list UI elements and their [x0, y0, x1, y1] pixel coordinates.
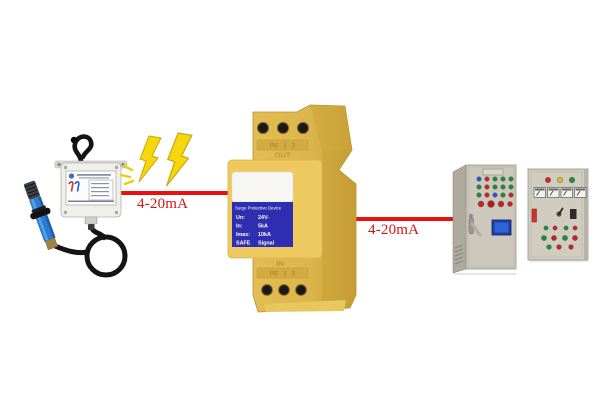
spd-bottom-terminal-plate	[256, 267, 309, 279]
signal-line-spd-to-cabinet	[351, 217, 466, 221]
spd-top-terminal-label: PE 1 2	[270, 143, 296, 150]
signal-label-1: 4-20mA	[137, 196, 189, 212]
spd-spec-key: In:	[236, 224, 243, 230]
cable-gland	[84, 216, 98, 225]
sensor-probe	[23, 180, 58, 251]
control-cabinet-right	[527, 168, 589, 261]
spd-spec-key: Un:	[236, 215, 245, 221]
spd-in-terminals	[261, 284, 307, 296]
spd-bottom-lip	[264, 300, 346, 312]
spd-bottom-terminal-label: PE 1 2	[270, 271, 296, 278]
control-cabinet-left	[452, 164, 517, 274]
spd-spec-value: Signal	[258, 241, 275, 247]
spd-out-label: OUT	[275, 151, 291, 160]
cabinet-display	[491, 219, 512, 236]
cabinet-pilot-lights	[544, 176, 576, 184]
spd-top-terminal-plate	[256, 139, 309, 151]
spd-spec-value: 10kA	[258, 232, 271, 238]
spd-spec-key: SAFE	[236, 241, 251, 247]
spd-spec-value: 5kA	[258, 224, 268, 230]
spd-spec-key: Imax:	[236, 232, 250, 238]
spd-in-label: IN	[276, 259, 284, 268]
lightning-strike-group	[119, 132, 193, 187]
cable-gland-nut	[88, 224, 95, 230]
spd-white-label	[231, 171, 294, 203]
cabinet-buttons	[541, 225, 578, 250]
transmitter-enclosure	[54, 160, 128, 230]
cabinet-nameplate	[482, 168, 504, 176]
brand-logo-icon	[68, 173, 75, 179]
selector-switch	[556, 207, 564, 217]
spd-plate-title: Surge Protective Device	[235, 206, 282, 211]
lightning-icon	[138, 135, 162, 183]
spd-out-terminals	[256, 121, 310, 135]
breaker-slot	[570, 209, 577, 219]
lightning-icon-2	[166, 132, 193, 187]
analog-meters	[533, 187, 587, 198]
spd-side-shade-top	[310, 105, 352, 150]
cabinet-right-shadow	[529, 260, 588, 262]
spark-dashes-icon	[119, 164, 135, 186]
red-indicator-bar	[531, 208, 537, 223]
control-cabinets	[452, 164, 589, 275]
cabinet-door-handle	[468, 213, 482, 237]
spd-spec-value: 24V-	[258, 215, 269, 221]
transmitter-label	[65, 170, 117, 206]
cabinet-indicator-grid	[476, 176, 514, 208]
signal-label-2: 4-20mA	[368, 222, 420, 238]
transmitter-top-cable	[70, 134, 94, 165]
signal-cable	[54, 224, 128, 278]
signal-line-sensor-to-spd	[110, 191, 240, 195]
cabinet-left-shadow	[454, 273, 516, 275]
spd-side-shade	[322, 150, 356, 308]
surge-protective-device: PE 1 2 OUT Surge Protective Device Un: 2…	[227, 104, 357, 313]
sensor-transmitter	[23, 134, 128, 278]
spd-label-plate: Surge Protective Device Un: 24V- In: 5kA…	[232, 202, 293, 247]
